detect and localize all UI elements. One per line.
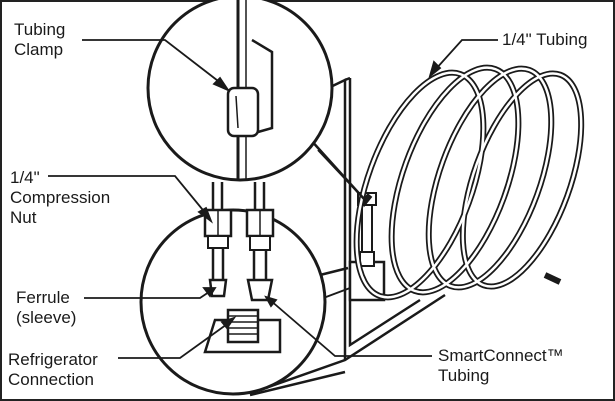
tubing-clamp-detail-icon xyxy=(146,0,366,201)
label-ferrule: Ferrule (sleeve) xyxy=(16,288,76,328)
label-smartconnect-tubing-line2: Tubing xyxy=(438,366,490,385)
label-compression-nut-line2: Compression xyxy=(10,188,111,207)
label-tubing-clamp: Tubing Clamp xyxy=(14,20,65,60)
label-quarter-inch-tubing-text: 1/4" Tubing xyxy=(502,30,588,49)
label-ferrule-line2: (sleeve) xyxy=(16,308,77,327)
label-refrigerator-connection-line1: Refrigerator xyxy=(8,350,98,369)
label-compression-nut-line1: 1/4" xyxy=(10,168,40,187)
label-refrigerator-connection-line2: Connection xyxy=(8,370,95,389)
label-ferrule-line1: Ferrule xyxy=(16,288,70,307)
label-refrigerator-connection: Refrigerator Connection xyxy=(8,350,98,390)
label-compression-nut: 1/4" Compression Nut xyxy=(10,168,110,228)
label-smartconnect-tubing: SmartConnect™ Tubing xyxy=(438,346,564,386)
label-tubing-clamp-line2: Clamp xyxy=(14,40,64,59)
label-smartconnect-tubing-line1: SmartConnect™ xyxy=(438,346,564,365)
label-compression-nut-line3: Nut xyxy=(10,208,37,227)
label-tubing-clamp-line1: Tubing xyxy=(14,20,66,39)
compression-fitting-detail-icon xyxy=(139,182,351,396)
leader-lines xyxy=(48,39,498,359)
label-quarter-inch-tubing: 1/4" Tubing xyxy=(502,30,587,50)
